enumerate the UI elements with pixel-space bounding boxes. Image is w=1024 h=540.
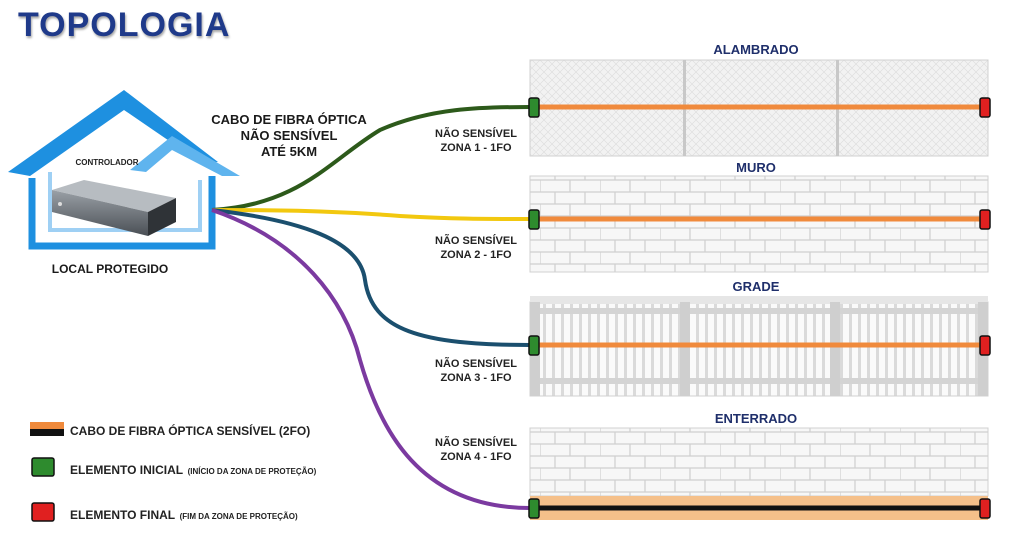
zone2-cable	[211, 208, 531, 221]
start-elements	[528, 97, 540, 519]
cable-label-line: NÃO SENSÍVEL	[240, 128, 338, 143]
grade-panel	[529, 296, 989, 397]
cable-label-line: CABO DE FIBRA ÓPTICA	[211, 112, 367, 127]
legend-end-swatch	[31, 502, 55, 522]
zone-label-line: ZONA 4 - 1FO	[440, 451, 512, 463]
zone1-start-element	[528, 97, 540, 118]
controller-rack-icon	[52, 180, 176, 236]
zone-label-line: ZONA 3 - 1FO	[440, 372, 512, 384]
zone4-cable	[211, 208, 531, 510]
zone3-end-element	[979, 335, 991, 356]
zone-label-line: NÃO SENSÍVEL	[435, 128, 517, 140]
panel-title-alambrado: ALAMBRADO	[713, 42, 799, 57]
legend-text: ELEMENTO INICIAL	[70, 463, 184, 477]
legend-item-sensitive: CABO DE FIBRA ÓPTICA SENSÍVEL (2FO)	[70, 422, 310, 440]
zone-label-line: NÃO SENSÍVEL	[435, 358, 517, 370]
zone-label-line: ZONA 2 - 1FO	[440, 249, 512, 261]
zone2-label: NÃO SENSÍVEL ZONA 2 - 1FO	[421, 234, 531, 262]
legend-note: (FIM DA ZONA DE PROTEÇÃO)	[179, 512, 298, 521]
zone1-label: NÃO SENSÍVEL ZONA 1 - 1FO	[421, 127, 531, 155]
zone3-cable	[211, 208, 531, 347]
legend-item-end: ELEMENTO FINAL (FIM DA ZONA DE PROTEÇÃO)	[70, 506, 298, 524]
controller-label: CONTROLADOR	[75, 158, 139, 167]
cable-label: CABO DE FIBRA ÓPTICA NÃO SENSÍVEL ATÉ 5K…	[204, 112, 374, 160]
zone3-start-element	[528, 335, 540, 356]
page-title: TOPOLOGIA	[18, 6, 231, 44]
legend-text: ELEMENTO FINAL	[70, 508, 176, 522]
legend-note: (INÍCIO DA ZONA DE PROTEÇÃO)	[187, 467, 317, 476]
muro-panel	[529, 175, 989, 273]
zone4-start-element	[528, 498, 540, 519]
end-elements	[979, 97, 991, 519]
legend-sensitive-swatch	[30, 422, 64, 436]
local-protected-label: LOCAL PROTEGIDO	[51, 262, 169, 276]
zone2-end-element	[979, 209, 991, 230]
zone1-end-element	[979, 97, 991, 118]
panel-title-grade: GRADE	[732, 279, 780, 294]
legend-item-start: ELEMENTO INICIAL (INÍCIO DA ZONA DE PROT…	[70, 461, 316, 479]
legend-text: CABO DE FIBRA ÓPTICA SENSÍVEL (2FO)	[70, 424, 311, 438]
cable-label-line: ATÉ 5KM	[260, 144, 318, 159]
panel-title-muro: MURO	[736, 160, 776, 175]
zone-label-line: ZONA 1 - 1FO	[440, 142, 512, 154]
zone3-label: NÃO SENSÍVEL ZONA 3 - 1FO	[421, 357, 531, 385]
zone-label-line: NÃO SENSÍVEL	[435, 235, 517, 247]
legend-start-swatch	[31, 457, 55, 477]
zone-label-line: NÃO SENSÍVEL	[435, 437, 517, 449]
zone2-start-element	[528, 209, 540, 230]
zone4-end-element	[979, 498, 991, 519]
zone4-label: NÃO SENSÍVEL ZONA 4 - 1FO	[421, 436, 531, 464]
panel-title-enterrado: ENTERRADO	[714, 411, 798, 426]
zone1-cable	[211, 105, 531, 212]
